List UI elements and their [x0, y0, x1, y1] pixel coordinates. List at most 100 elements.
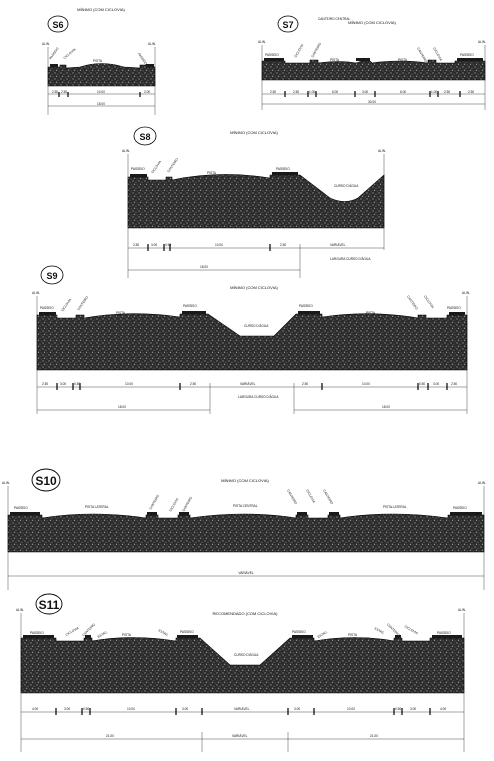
section-s11-dim-5: 3.00	[182, 707, 188, 711]
section-s10-badge: S10	[31, 468, 61, 492]
section-s8-terrain	[127, 174, 385, 229]
svg-text:S6: S6	[52, 20, 63, 30]
section-s9-total-left: 18.00	[118, 405, 126, 409]
section-s11-label-estac-4: ESTAC.	[374, 626, 386, 635]
section-s10-total: VARIÁVEL	[238, 571, 254, 575]
section-s7-title: MÍNIMO (COM CICLOVIA)	[348, 20, 396, 25]
section-s7-dim-9: 2.50	[468, 90, 474, 94]
section-s11-dim-4: 10.00	[127, 707, 135, 711]
section-s11-dim-7: 3.00	[294, 707, 300, 711]
section-s7-dim-4: 6.00	[332, 90, 338, 94]
section-s11-label-ciclovia-1: CICLOVIA	[65, 626, 81, 637]
section-s9-dim-9: 0.50	[419, 382, 425, 386]
section-s7: S7 MÍNIMO (COM CICLOVIA) CANTEIRO CENTRA…	[258, 15, 486, 110]
section-s11-label-ciclovia-2: CICLOVIA	[404, 624, 420, 635]
section-s8-title: MÍNIMO (COM CICLOVIA)	[230, 130, 278, 135]
section-s11-badge: S11	[35, 593, 63, 615]
section-s10-label-canteiro-2: CANTEIRO	[181, 496, 193, 513]
section-s11-aln-right: ALIN.	[458, 608, 466, 612]
section-s9-dim-8: 10.00	[362, 382, 370, 386]
section-s8: S8 MÍNIMO (COM CICLOVIA) ALIN. ALIN. PAS…	[122, 126, 386, 278]
section-s8-label-passeio-r: PASSEIO	[276, 167, 290, 171]
section-s9-dim-1: 2.50	[42, 382, 48, 386]
section-s11: S11 RECOMENDADO (COM CICLOVIA) ALIN. ALI…	[16, 593, 466, 752]
section-s7-label-ciclovia-l: CICLOVIA	[293, 43, 304, 59]
section-s6-terrain	[47, 63, 156, 87]
section-s10-label-ciclovia-r: CICLOVIA	[305, 489, 316, 505]
section-s9-dim-2: 3.00	[60, 382, 66, 386]
section-s7-dim-8: 2.50	[444, 90, 450, 94]
section-s10-label-pista-central: PISTA CENTRAL	[233, 504, 258, 508]
section-s6-dim-1: 2.50	[52, 90, 58, 94]
section-s7-label-canteiro-central: CANTEIRO CENTRAL	[318, 17, 350, 21]
section-s6-badge: S6	[47, 15, 69, 33]
section-s6-aln-left: ALIN.	[42, 42, 50, 46]
section-s11-terrain	[20, 637, 465, 694]
section-s11-label-pista-2: PISTA	[348, 633, 358, 637]
section-s10-label-canteiro-4: CANTEIRO	[322, 489, 334, 506]
section-s11-dim-9: 0.50	[395, 707, 401, 711]
section-s10-label-pista-lateral-l: PISTA LATERAL	[85, 505, 109, 509]
section-s8-total: 18.00	[200, 265, 208, 269]
section-s7-dim-6: 6.00	[400, 90, 406, 94]
svg-text:S9: S9	[46, 271, 57, 281]
section-s8-dim-5: 2.50	[280, 243, 286, 247]
section-s8-dim-2: 3.00	[151, 243, 157, 247]
section-s6-label-pista: PISTA	[93, 59, 103, 63]
section-s9-badge: S9	[40, 265, 64, 285]
section-s6-aln-right: ALIN.	[148, 42, 156, 46]
section-s10-terrain	[7, 513, 485, 553]
section-s9-label-passeio-1: PASSEIO	[40, 306, 54, 310]
section-s11-title: RECOMENDADO (COM CICLOVIA)	[213, 611, 279, 616]
section-s10-label-passeio-l: PASSEIO	[14, 506, 28, 510]
section-s11-label-estac-1: ESTAC.	[97, 630, 109, 639]
section-s6-title: MÍNIMO (COM CICLOVIA)	[77, 7, 125, 12]
section-s10-label-canteiro-1: CANTEIRO	[148, 494, 160, 511]
section-s8-label-pista: PISTA	[207, 171, 217, 175]
section-s7-label-pista-r: PISTA	[398, 58, 408, 62]
section-s9-terrain	[36, 313, 468, 371]
section-s7-label-ciclovia-r: CICLOVIA	[432, 47, 443, 63]
section-s8-label-ciclovia: CICLOVIA	[150, 159, 162, 174]
section-s7-label-canteiro-l: CANTEIRO	[310, 42, 322, 59]
section-s8-dim-4: 10.00	[215, 243, 223, 247]
section-s11-label-canteiro-1: CANTEIRO	[81, 622, 96, 637]
section-s8-aln-left: ALIN.	[122, 149, 130, 153]
section-s9-dim-6: VARIÁVEL	[240, 382, 256, 386]
section-s8-badge: S8	[133, 126, 157, 146]
section-s11-label-passeio-3: PASSEIO	[292, 630, 306, 634]
section-s6-dim-2: 2.50	[61, 90, 67, 94]
section-s9-title: MÍNIMO (COM CICLOVIA)	[230, 285, 278, 290]
section-s11-total-mid: VARIÁVEL	[232, 734, 248, 738]
section-s11-dim-11: 4.00	[440, 707, 446, 711]
section-s8-label-passeio-l: PASSEIO	[131, 167, 145, 171]
section-s6-dim-3: 10.00	[97, 90, 105, 94]
section-s9-label-passeio-2: PASSEIO	[183, 304, 197, 308]
section-s10: S10 MÍNIMO (COM CICLOVIA) ALIN. ALIN. PA…	[2, 468, 486, 590]
section-s7-aln-right: ALIN.	[478, 40, 486, 44]
section-s9-dim-7: 2.50	[302, 382, 308, 386]
section-s8-label-canteiro: CANTEIRO	[166, 157, 179, 173]
section-s9-total-note: LARGURA CURSO D'ÁGUA	[238, 395, 279, 399]
section-s11-dim-3: 0.50	[83, 707, 89, 711]
section-s11-label-curso: CURSO D'ÁGUA	[234, 653, 259, 657]
section-s10-label-passeio-r: PASSEIO	[453, 506, 467, 510]
section-s7-dim-7: 1.00	[431, 90, 437, 94]
section-s7-terrain	[261, 59, 486, 81]
section-s8-dim-1: 2.50	[133, 243, 139, 247]
section-s9-aln-right: ALIN.	[462, 291, 470, 295]
section-s9-total-right: 18.00	[382, 405, 390, 409]
section-s7-label-pista-l: PISTA	[330, 58, 340, 62]
section-s11-label-estac-2: ESTAC.	[158, 628, 170, 637]
section-s11-dim-1: 4.00	[32, 707, 38, 711]
section-s9-label-pista-2: PISTA	[366, 311, 376, 315]
section-s11-aln-left: ALIN.	[16, 608, 24, 612]
section-s11-label-canteiro-2: CANTEIRO	[386, 622, 401, 637]
section-s7-dim-5: 3.00	[362, 90, 368, 94]
section-s11-label-passeio-2: PASSEIO	[180, 630, 194, 634]
section-s7-dim-3: 1.00	[309, 90, 315, 94]
svg-text:S8: S8	[139, 132, 150, 142]
svg-text:S10: S10	[35, 474, 57, 488]
svg-text:S7: S7	[282, 20, 293, 30]
